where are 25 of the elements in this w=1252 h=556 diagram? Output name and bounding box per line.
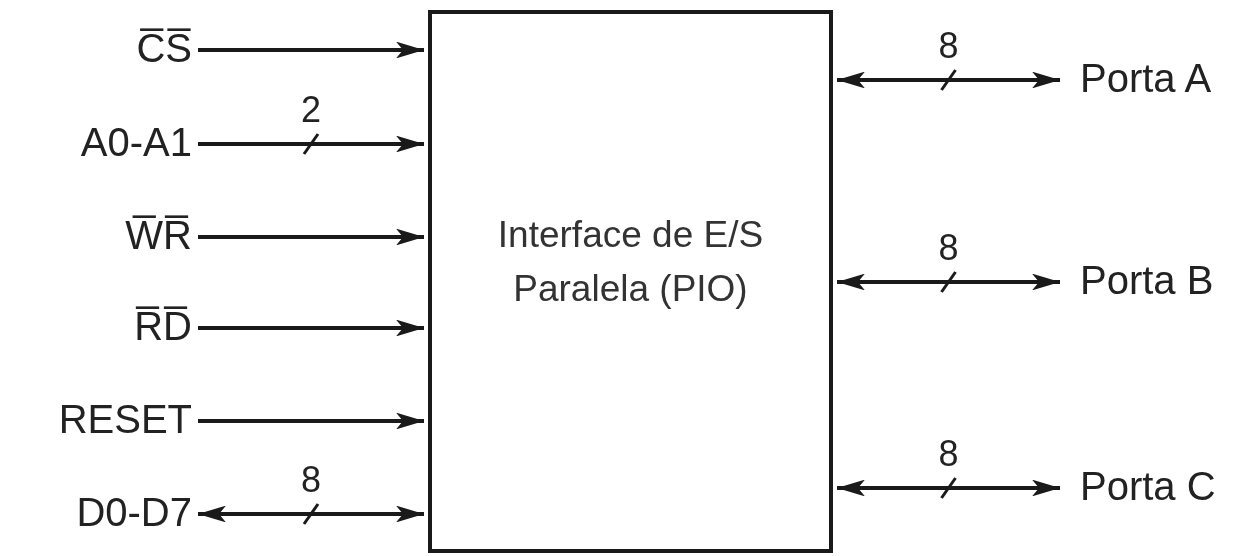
arrow: [837, 479, 1060, 497]
arrow: [198, 412, 424, 430]
signal-name: C̅S̅: [136, 26, 192, 70]
signal-name: Porta A: [1080, 56, 1212, 100]
signal-name: W̅R̅: [125, 213, 192, 257]
signal-name: R̅D̅: [134, 304, 192, 348]
edge-label: 8: [938, 28, 959, 64]
arrow: [198, 135, 424, 153]
block-label: Interface de E/S Paralela (PIO): [496, 212, 765, 311]
edge-label: 8: [938, 436, 959, 472]
signal-name: Porta B: [1080, 258, 1214, 302]
signal-name: Porta C: [1080, 464, 1216, 508]
arrow: [198, 228, 424, 246]
edge-label: 2: [301, 92, 321, 128]
arrow: [198, 41, 424, 59]
arrow: [198, 319, 424, 337]
edge-label: 8: [301, 462, 321, 498]
arrow: [837, 71, 1060, 89]
interface-block: [428, 10, 833, 553]
signal-name: D0-D7: [76, 490, 192, 534]
signal-name: RESET: [58, 397, 192, 441]
edge-label: 8: [938, 230, 959, 266]
arrow: [198, 505, 424, 523]
signal-name: A0-A1: [80, 120, 192, 164]
arrow: [837, 273, 1060, 291]
